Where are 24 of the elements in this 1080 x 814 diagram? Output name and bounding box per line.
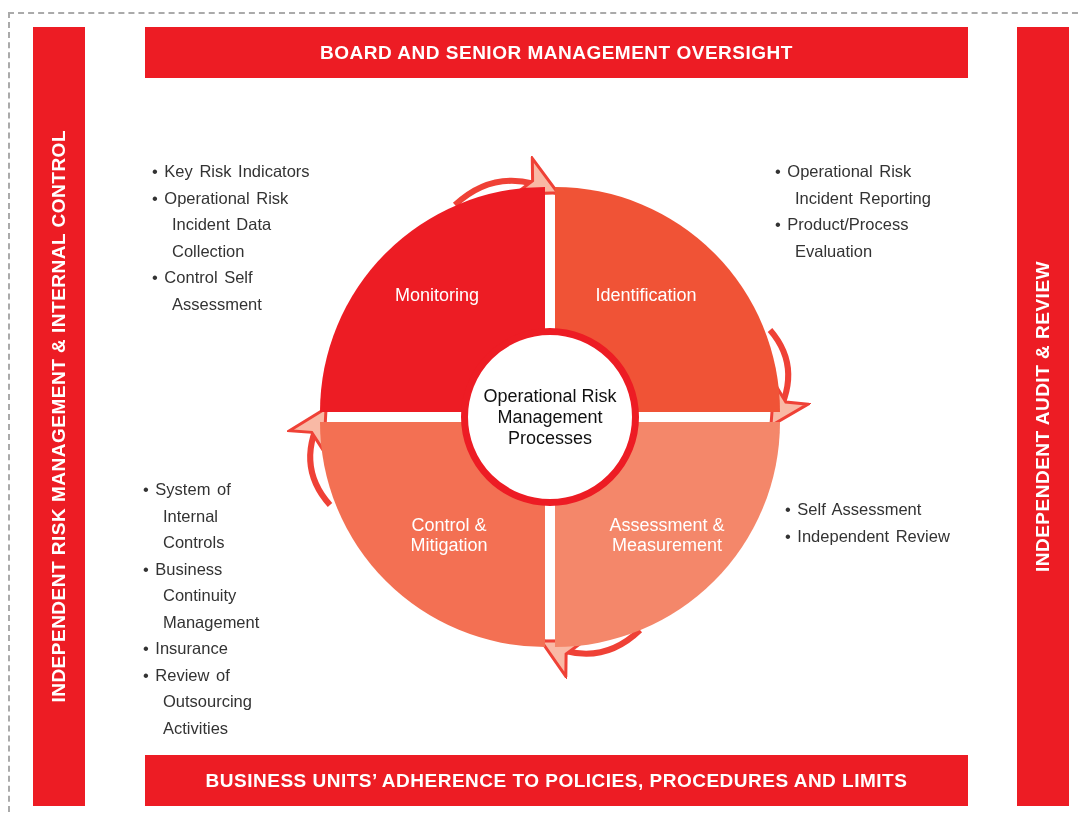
segment-label: Control & Mitigation <box>409 515 489 555</box>
bullet-item: • System of Internal Controls <box>143 479 232 553</box>
banner-title: BUSINESS UNITS’ ADHERENCE TO POLICIES, PROCEDURES AND LIMITS <box>205 769 908 792</box>
bullet-item: • Insurance <box>143 638 229 659</box>
banner-title: INDEPENDENT AUDIT & REVIEW <box>1032 260 1054 572</box>
bullet-item: • Key Risk Indicators <box>152 161 311 182</box>
bullet-item: • Operational Risk Incident Reporting <box>775 161 932 209</box>
bullet-item: • Control Self Assessment <box>152 267 263 315</box>
banner <box>145 27 968 78</box>
bullet-item: • Review of Outsourcing Activities <box>143 664 253 739</box>
banner-title: BOARD AND SENIOR MANAGEMENT OVERSIGHT <box>320 41 793 64</box>
bullet-item: • Self Assessment <box>785 499 923 520</box>
bullet-item: • Product/Process Evaluation <box>775 214 910 262</box>
banner <box>1017 27 1069 806</box>
bullet-item: • Business Continuity Management <box>143 558 261 633</box>
banner <box>145 755 968 806</box>
bullet-item: • Operational Risk Incident Data Collection <box>152 187 290 262</box>
banner-title: INDEPENDENT RISK MANAGEMENT & INTERNAL CONTROL <box>48 130 70 703</box>
center-label: Operational Risk Management Processes <box>482 385 618 449</box>
segment-label: Identification <box>594 285 698 305</box>
segment-label: Monitoring <box>393 285 480 305</box>
bullet-item: • Independent Review <box>785 525 951 547</box>
banner <box>33 27 85 806</box>
segment-label: Assessment & Measurement <box>608 515 726 555</box>
